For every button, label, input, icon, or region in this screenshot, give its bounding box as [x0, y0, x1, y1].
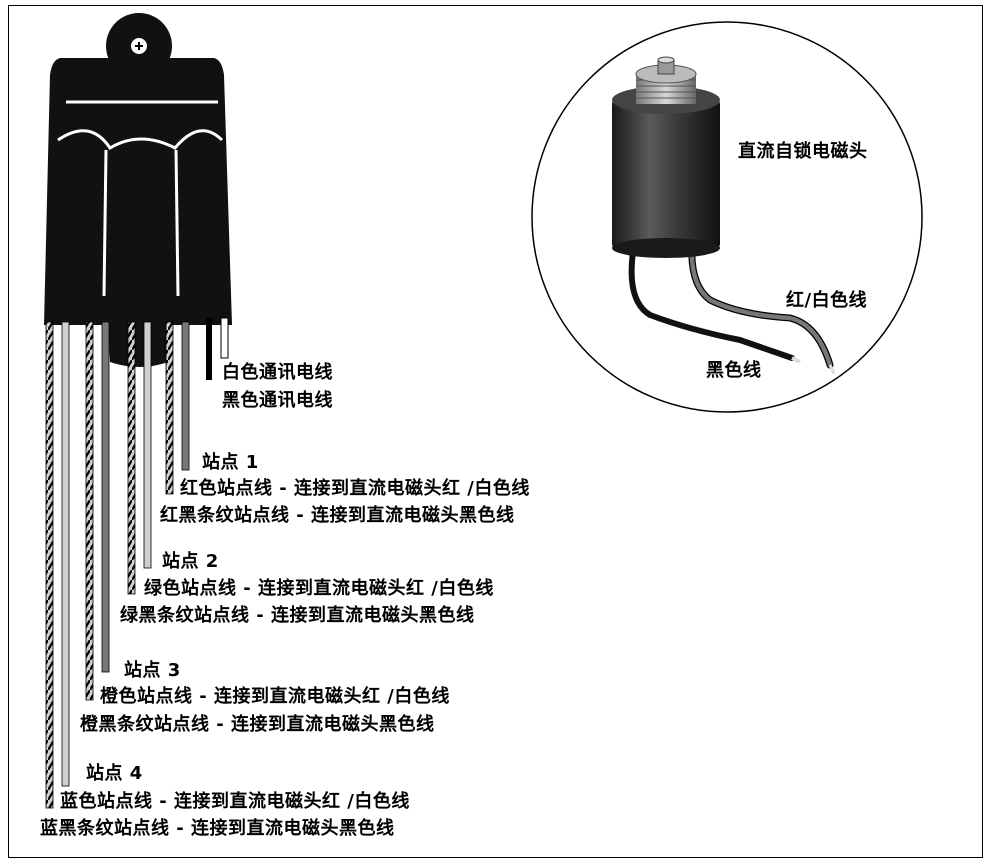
- black-wire-label: 黑色线: [706, 360, 762, 381]
- station-2-stripe-line: 绿黑条纹站点线 - 连接到直流电磁头黑色线: [120, 605, 475, 626]
- station-4-color-line: 蓝色站点线 - 连接到直流电磁头红 /白色线: [60, 791, 410, 812]
- station-2-color-line: 绿色站点线 - 连接到直流电磁头红 /白色线: [144, 578, 494, 599]
- red-white-wire-label: 红/白色线: [786, 290, 868, 311]
- station-4-stripe-line: 蓝黑条纹站点线 - 连接到直流电磁头黑色线: [40, 818, 395, 839]
- station-1-title: 站点 1: [202, 452, 259, 473]
- comm-black-label: 黑色通讯电线: [222, 390, 333, 411]
- comm-white-label: 白色通讯电线: [222, 362, 333, 383]
- decoder-module: [44, 13, 232, 367]
- station-wires: [45, 321, 190, 809]
- station-1-stripe-line: 红黑条纹站点线 - 连接到直流电磁头黑色线: [160, 505, 515, 526]
- station-3-color-line: 橙色站点线 - 连接到直流电磁头红 /白色线: [100, 686, 450, 707]
- station-1-color-line: 红色站点线 - 连接到直流电磁头红 /白色线: [180, 478, 530, 499]
- comm-wires: [206, 317, 229, 380]
- solenoid-inset: [531, 21, 923, 413]
- station-4-title: 站点 4: [86, 763, 143, 784]
- station-2-title: 站点 2: [162, 551, 219, 572]
- station-3-title: 站点 3: [124, 660, 181, 681]
- diagram-frame: [8, 5, 983, 858]
- station-3-stripe-line: 橙黑条纹站点线 - 连接到直流电磁头黑色线: [80, 714, 435, 735]
- solenoid-title: 直流自锁电磁头: [738, 141, 868, 162]
